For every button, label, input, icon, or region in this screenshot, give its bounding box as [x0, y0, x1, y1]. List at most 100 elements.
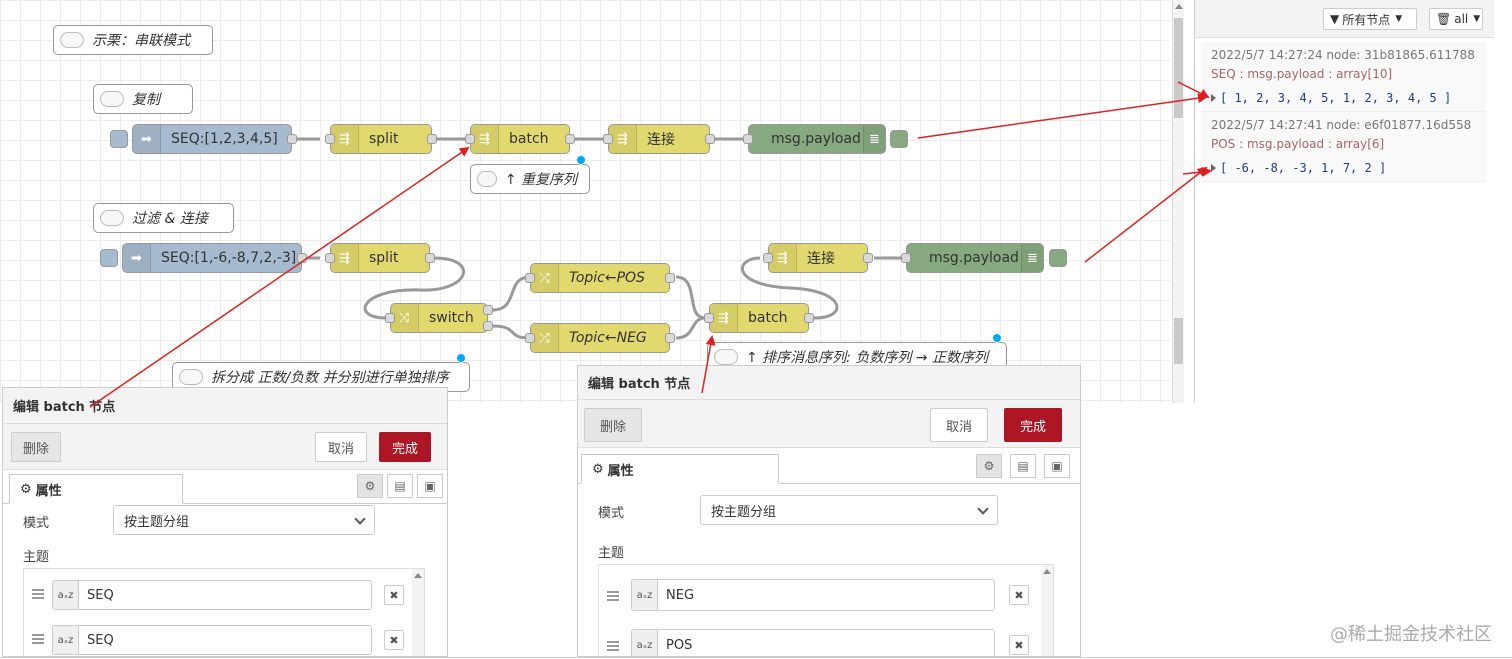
comment-repeat[interactable]: ↑ 重复序列	[470, 164, 590, 194]
input-port[interactable]	[901, 253, 911, 263]
flow-workspace[interactable]: 示栗：串联模式 复制 ↑ 重复序列 过滤 & 连接 拆分成 正数/负数 并分别进…	[0, 0, 1170, 403]
input-port[interactable]	[525, 273, 535, 283]
debug-toggle-button[interactable]	[890, 130, 908, 148]
close-icon[interactable]: ✖	[1009, 585, 1029, 605]
change-node-neg[interactable]: ⤮ Topic←NEG	[530, 323, 670, 353]
output-port[interactable]	[425, 253, 435, 263]
input-port[interactable]	[603, 134, 613, 144]
input-port[interactable]	[385, 313, 395, 323]
output-port[interactable]	[665, 333, 675, 343]
document-icon[interactable]: ▤	[1010, 454, 1036, 478]
output-port[interactable]	[665, 273, 675, 283]
changed-indicator	[992, 333, 1002, 343]
output-port[interactable]	[483, 305, 493, 315]
drag-handle-icon[interactable]	[607, 641, 619, 651]
mode-select[interactable]: 按主题分组	[700, 495, 998, 525]
done-button[interactable]: 完成	[379, 432, 431, 462]
input-port[interactable]	[763, 253, 773, 263]
output-port[interactable]	[427, 134, 437, 144]
frame-icon[interactable]: ▣	[1044, 454, 1070, 478]
frame-icon[interactable]: ▣	[417, 474, 443, 498]
output-port[interactable]	[863, 253, 873, 263]
document-icon[interactable]: ▤	[387, 474, 413, 498]
mode-select[interactable]: 按主题分组	[113, 505, 375, 535]
batch-node-2[interactable]: ⇶ batch	[709, 303, 809, 333]
input-port[interactable]	[325, 134, 335, 144]
delete-button[interactable]: 删除	[584, 408, 642, 442]
string-type-icon[interactable]: aₓz	[53, 626, 79, 654]
gear-icon[interactable]: ⚙	[357, 474, 383, 498]
input-port[interactable]	[465, 134, 475, 144]
comment-example[interactable]: 示栗：串联模式	[53, 25, 213, 55]
comment-copy[interactable]: 复制	[93, 84, 193, 114]
list-scrollbar[interactable]	[412, 569, 424, 656]
close-icon[interactable]: ✖	[384, 585, 404, 605]
output-port[interactable]	[565, 134, 575, 144]
scroll-thumb[interactable]	[1174, 318, 1183, 364]
message-value[interactable]: [ 1, 2, 3, 4, 5, 1, 2, 3, 4, 5 ]	[1211, 91, 1476, 105]
comment-filter[interactable]: 过滤 & 连接	[93, 203, 234, 233]
join-node-1[interactable]: ⇶ 连接	[608, 124, 710, 154]
split-node-2[interactable]: ⇶ split	[330, 243, 430, 273]
comment-icon	[100, 210, 124, 226]
close-icon[interactable]: ✖	[384, 630, 404, 650]
string-type-icon[interactable]: aₓz	[632, 580, 658, 610]
debug-message[interactable]: 2022/5/7 14:27:41 node: e6f01877.16d558 …	[1201, 112, 1486, 182]
output-port[interactable]	[804, 313, 814, 323]
edit-dialog-left: 编辑 batch 节点 删除 取消 完成 ⚙ 属性 ⚙ ▤ ▣ 模式 按主题分组…	[2, 387, 448, 657]
close-icon[interactable]: ✖	[1009, 635, 1029, 655]
cancel-button[interactable]: 取消	[315, 432, 367, 462]
output-port[interactable]	[297, 253, 307, 263]
debug-node-1[interactable]: msg.payload ≣	[748, 124, 886, 154]
cancel-button[interactable]: 取消	[930, 408, 988, 442]
gear-icon: ⚙	[592, 461, 604, 477]
topic-input[interactable]: aₓz SEQ	[52, 580, 372, 610]
inject-button[interactable]	[110, 130, 128, 148]
switch-node[interactable]: ⤨ switch	[390, 303, 488, 333]
gear-icon[interactable]: ⚙	[976, 454, 1002, 478]
topic-list: aₓz SEQ ✖ aₓz SEQ ✖	[23, 568, 425, 656]
list-scrollbar[interactable]	[1041, 565, 1053, 656]
filter-dropdown[interactable]: ▼ 所有节点 ▼	[1323, 8, 1417, 30]
debug-message[interactable]: 2022/5/7 14:27:24 node: 31b81865.611788 …	[1201, 42, 1486, 112]
topic-input[interactable]: aₓz NEG	[631, 579, 995, 611]
join-node-2[interactable]: ⇶ 连接	[768, 243, 868, 273]
changed-indicator	[456, 353, 466, 363]
workspace-scrollbar[interactable]	[1172, 0, 1184, 403]
debug-node-2[interactable]: msg.payload ≣	[906, 243, 1044, 273]
topic-list: aₓz NEG ✖ aₓz POS ✖	[598, 564, 1054, 656]
drag-handle-icon[interactable]	[32, 589, 44, 599]
done-button[interactable]: 完成	[1004, 408, 1062, 442]
input-port[interactable]	[743, 134, 753, 144]
expand-icon[interactable]	[1211, 164, 1216, 172]
scroll-up-icon[interactable]	[1175, 4, 1183, 9]
inject-node-2[interactable]: ➡ SEQ:[1,-6,-8,7,2,-3]	[122, 243, 302, 273]
list-item: aₓz POS ✖	[599, 625, 1053, 656]
inject-button[interactable]	[100, 249, 118, 267]
debug-toggle-button[interactable]	[1049, 249, 1067, 267]
drag-handle-icon[interactable]	[607, 591, 619, 601]
tab-properties[interactable]: ⚙ 属性	[9, 474, 183, 504]
input-port[interactable]	[704, 313, 714, 323]
inject-node-1[interactable]: ➡ SEQ:[1,2,3,4,5]	[132, 124, 292, 154]
string-type-icon[interactable]: aₓz	[53, 581, 79, 609]
drag-handle-icon[interactable]	[32, 634, 44, 644]
clear-dropdown[interactable]: 🗑 all ▼	[1429, 8, 1483, 30]
topic-input[interactable]: aₓz SEQ	[52, 625, 372, 655]
batch-node-1[interactable]: ⇶ batch	[470, 124, 570, 154]
input-port[interactable]	[325, 253, 335, 263]
change-node-pos[interactable]: ⤮ Topic←POS	[530, 263, 670, 293]
tab-properties[interactable]: ⚙ 属性	[581, 454, 779, 484]
scroll-thumb[interactable]	[1174, 18, 1183, 118]
list-item: aₓz SEQ ✖	[24, 575, 424, 615]
output-port[interactable]	[483, 321, 493, 331]
input-port[interactable]	[525, 333, 535, 343]
topic-input[interactable]: aₓz POS	[631, 629, 995, 656]
expand-icon[interactable]	[1211, 94, 1216, 102]
message-value[interactable]: [ -6, -8, -3, 1, 7, 2 ]	[1211, 161, 1476, 175]
delete-button[interactable]: 删除	[11, 432, 61, 462]
string-type-icon[interactable]: aₓz	[632, 630, 658, 656]
output-port[interactable]	[287, 134, 297, 144]
split-node-1[interactable]: ⇶ split	[330, 124, 432, 154]
output-port[interactable]	[705, 134, 715, 144]
